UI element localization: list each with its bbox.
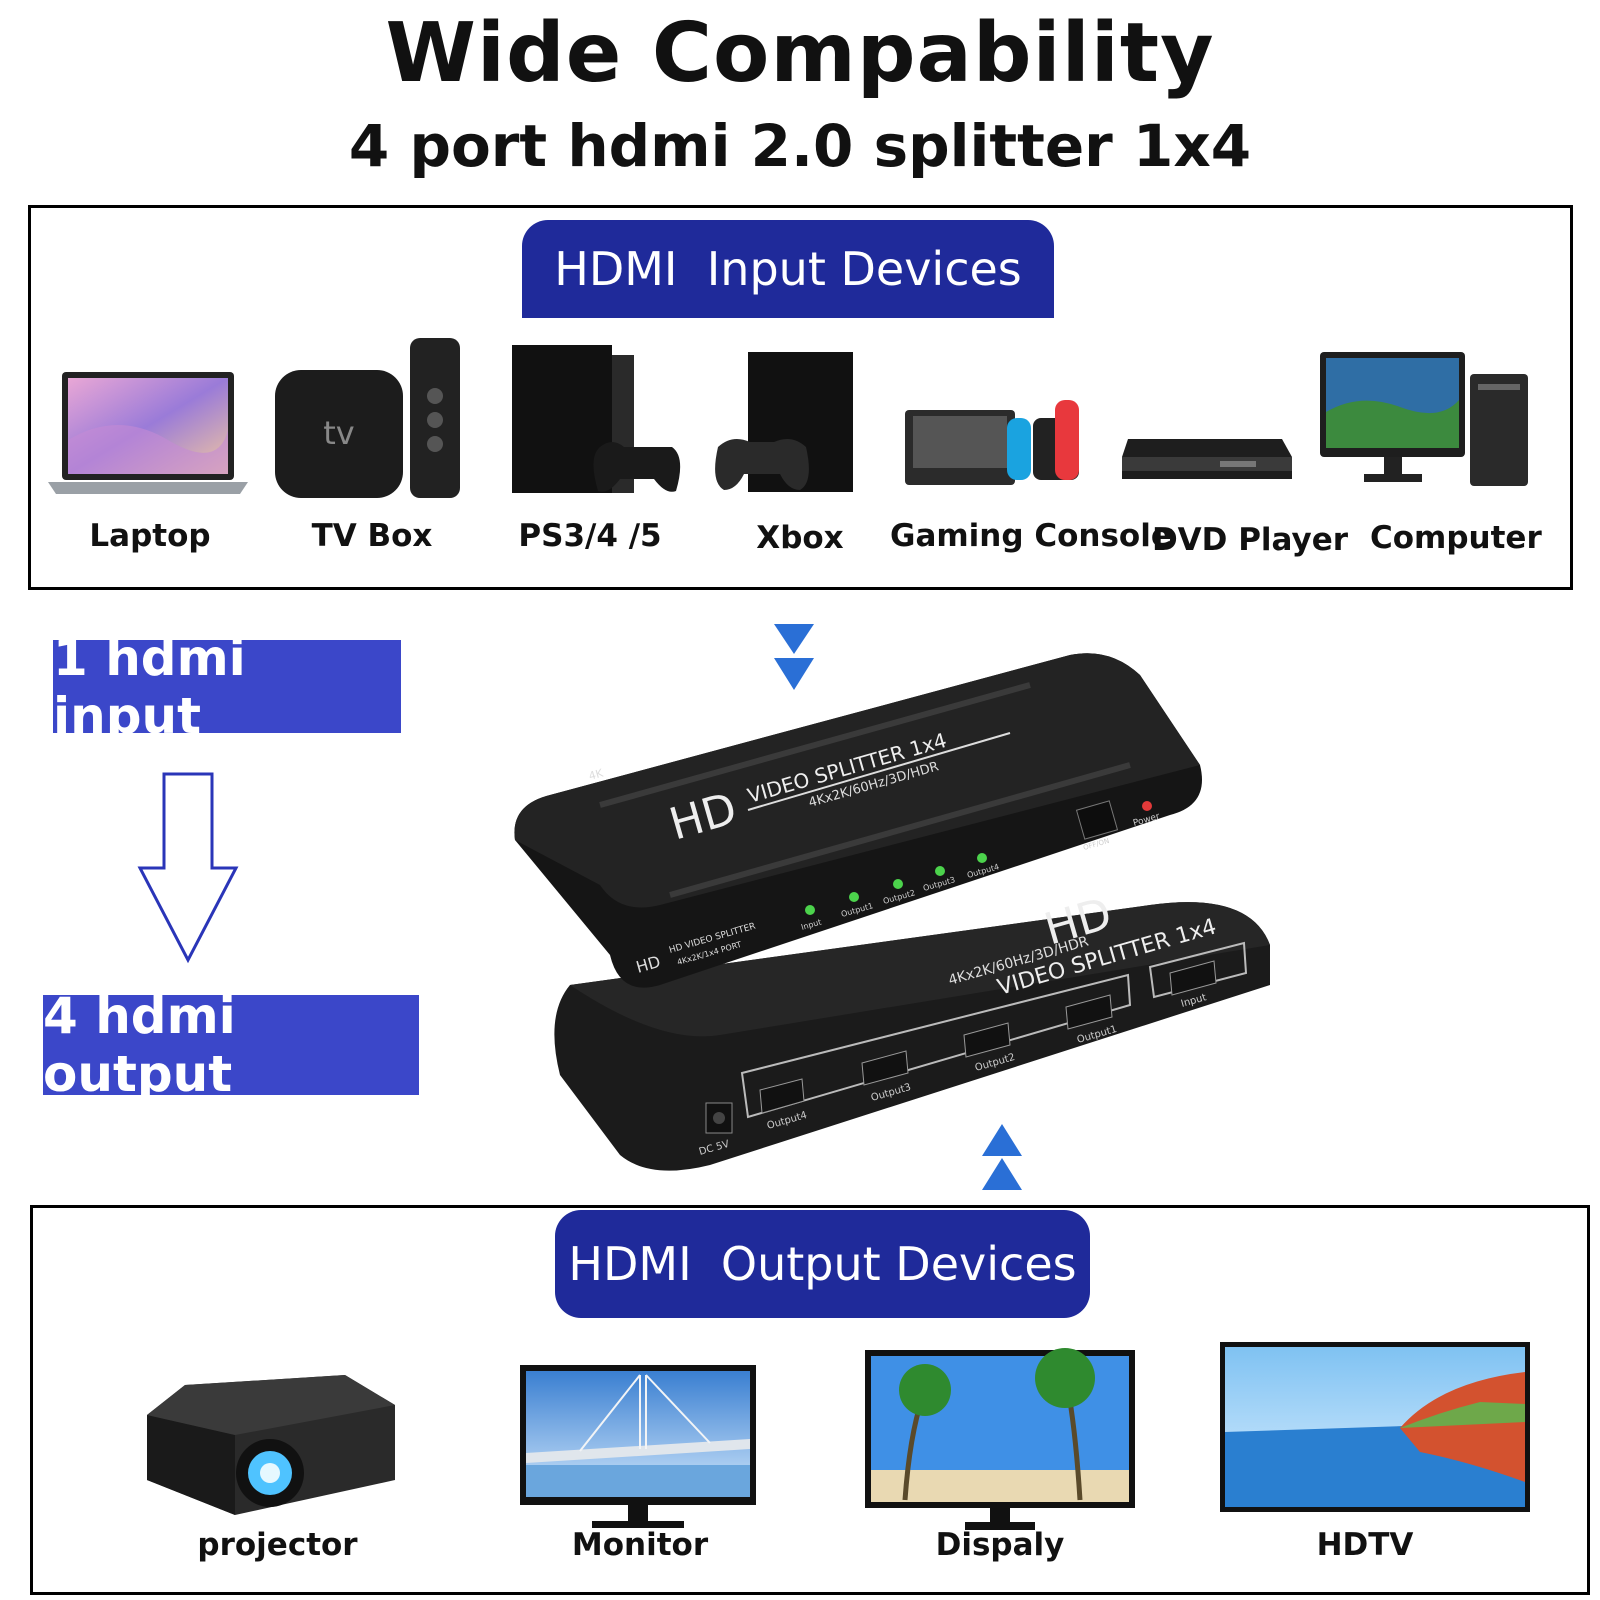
dvd-player-icon xyxy=(1122,439,1292,479)
device-label-hdtv: HDTV xyxy=(1316,1527,1414,1563)
computer-icon xyxy=(1320,352,1528,486)
device-label-computer: Computer xyxy=(1370,520,1542,556)
input-count-label: 1 hdmi input xyxy=(53,629,401,745)
projector-icon xyxy=(147,1375,395,1515)
input-devices-banner: HDMI Input Devices xyxy=(522,220,1054,318)
page-title: Wide Compability xyxy=(385,6,1215,101)
device-label-tv-box: TV Box xyxy=(311,518,433,554)
device-label-dvd-player: DVD Player xyxy=(1151,522,1349,558)
output-devices-banner: HDMI Output Devices xyxy=(555,1210,1090,1318)
chevron-up-icon xyxy=(982,1124,1022,1190)
input-devices-panel xyxy=(28,205,1573,590)
hdmi-port-input: Input xyxy=(1169,960,1217,1010)
laptop-icon xyxy=(48,372,248,494)
device-label-monitor: Monitor xyxy=(571,1527,709,1563)
device-label-projector: projector xyxy=(197,1527,358,1563)
tv-box-icon: tv xyxy=(275,338,460,498)
svg-text:tv: tv xyxy=(323,414,354,452)
page-subtitle: 4 port hdmi 2.0 splitter 1x4 xyxy=(348,112,1252,180)
monitor-icon xyxy=(520,1365,756,1528)
chevron-down-icon xyxy=(774,624,814,690)
output-count-label: 4 hdmi output xyxy=(43,987,419,1103)
xbox-icon xyxy=(715,352,853,492)
device-label-playstation: PS3/4 /5 xyxy=(518,518,662,554)
top-badge-text: 4K xyxy=(587,766,605,783)
device-label-display: Dispaly xyxy=(935,1527,1065,1563)
device-label-laptop: Laptop xyxy=(89,518,211,554)
playstation-icon xyxy=(512,345,681,493)
power-switch: OFF/ON xyxy=(1075,800,1119,852)
hdtv-icon xyxy=(1220,1342,1530,1512)
display-icon xyxy=(865,1348,1135,1530)
game-console-icon xyxy=(905,400,1079,485)
splitter-device: HD VIDEO SPLITTER 1x4 4Kx2K/60Hz/3D/HDR … xyxy=(514,653,1270,1171)
device-label-gaming-console: Gaming Console xyxy=(890,518,1172,554)
down-arrow-icon xyxy=(137,772,239,964)
device-label-xbox: Xbox xyxy=(756,520,844,556)
output-devices-panel xyxy=(30,1205,1590,1595)
